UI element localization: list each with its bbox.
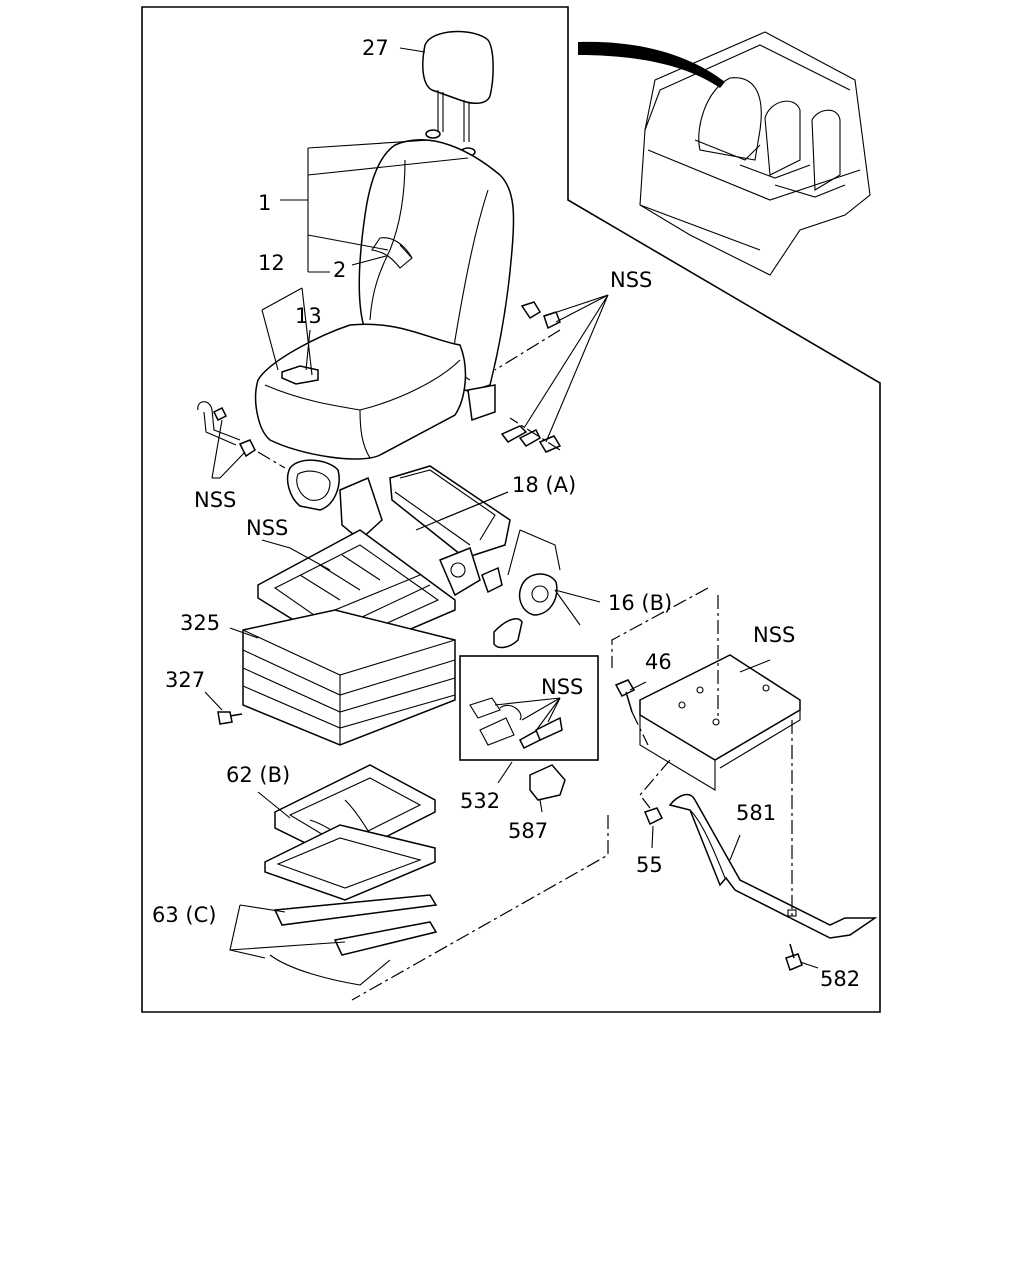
stopper-pin (217, 711, 243, 725)
label-2: 2 (333, 258, 346, 282)
label-55: 55 (636, 853, 663, 877)
label-325: 325 (180, 611, 220, 635)
nut-55 (643, 807, 664, 826)
label-62b: 62 (B) (226, 763, 290, 787)
view-direction-arrow (578, 41, 725, 88)
label-532: 532 (460, 789, 500, 813)
label-nss-bracket: NSS (753, 623, 795, 647)
harness-inset (459, 655, 599, 761)
label-582: 582 (820, 967, 860, 991)
seat-suspension (242, 609, 456, 746)
label-nss-inset: NSS (541, 675, 583, 699)
label-327: 327 (165, 668, 205, 692)
label-46: 46 (645, 650, 672, 674)
seat-cushion (254, 323, 496, 460)
label-nss-top: NSS (610, 268, 652, 292)
label-nss-frame: NSS (246, 516, 288, 540)
label-16b: 16 (B) (608, 591, 672, 615)
label-18a: 18 (A) (512, 473, 576, 497)
seat-bracket (639, 654, 801, 791)
spring-wire-part (197, 401, 256, 458)
cover-plate (286, 459, 340, 511)
label-12: 12 (258, 251, 285, 275)
label-1: 1 (258, 191, 271, 215)
label-13: 13 (295, 304, 322, 328)
label-581: 581 (736, 801, 776, 825)
slide-rails (269, 894, 438, 986)
label-27: 27 (362, 36, 389, 60)
label-63c: 63 (C) (152, 903, 216, 927)
label-587: 587 (508, 819, 548, 843)
label-nss-left: NSS (194, 488, 236, 512)
seat-slide (264, 764, 436, 901)
vehicle-inset-view (639, 31, 871, 276)
headrest (422, 30, 494, 142)
recliner-assembly (339, 465, 558, 616)
bolt-582 (785, 943, 803, 972)
bolt-46 (614, 679, 636, 713)
connector (529, 764, 566, 801)
diagram-frame (141, 6, 881, 1013)
